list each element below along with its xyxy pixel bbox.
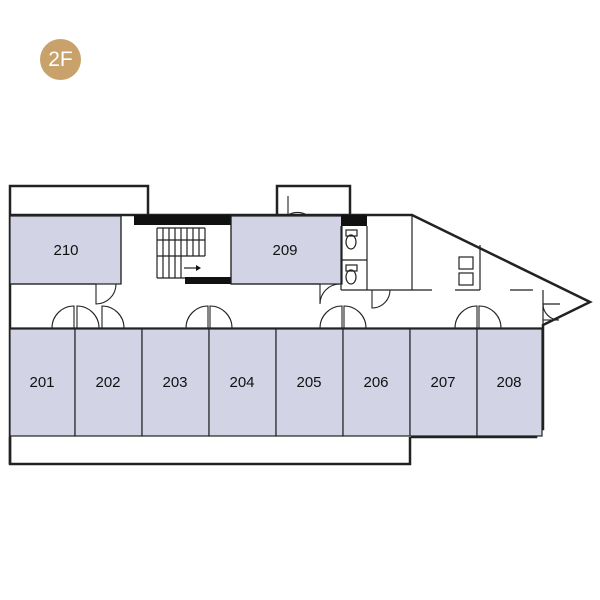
room-207[interactable]: 207 bbox=[409, 328, 478, 437]
room-209-label: 209 bbox=[272, 242, 297, 259]
room-206-label: 206 bbox=[363, 374, 388, 391]
room-202[interactable]: 202 bbox=[74, 328, 143, 437]
room-203-label: 203 bbox=[162, 374, 187, 391]
room-201-label: 201 bbox=[29, 374, 54, 391]
room-208[interactable]: 208 bbox=[476, 328, 543, 437]
room-201[interactable]: 201 bbox=[9, 328, 76, 437]
room-206[interactable]: 206 bbox=[342, 328, 411, 437]
room-205[interactable]: 205 bbox=[275, 328, 344, 437]
room-210-label: 210 bbox=[53, 242, 78, 259]
room-204[interactable]: 204 bbox=[208, 328, 277, 437]
room-208-label: 208 bbox=[496, 374, 521, 391]
room-204-label: 204 bbox=[229, 374, 254, 391]
stairs-icon bbox=[134, 215, 231, 284]
floor-badge: 2F bbox=[40, 39, 81, 80]
room-202-label: 202 bbox=[95, 374, 120, 391]
door-swing-icon bbox=[51, 196, 560, 329]
room-210[interactable]: 210 bbox=[9, 215, 122, 285]
toilet-icon bbox=[340, 215, 432, 291]
room-209[interactable]: 209 bbox=[230, 215, 343, 285]
sink-icon bbox=[455, 245, 560, 325]
floor-label: 2F bbox=[48, 48, 73, 71]
room-205-label: 205 bbox=[296, 374, 321, 391]
room-207-label: 207 bbox=[430, 374, 455, 391]
room-203[interactable]: 203 bbox=[141, 328, 210, 437]
